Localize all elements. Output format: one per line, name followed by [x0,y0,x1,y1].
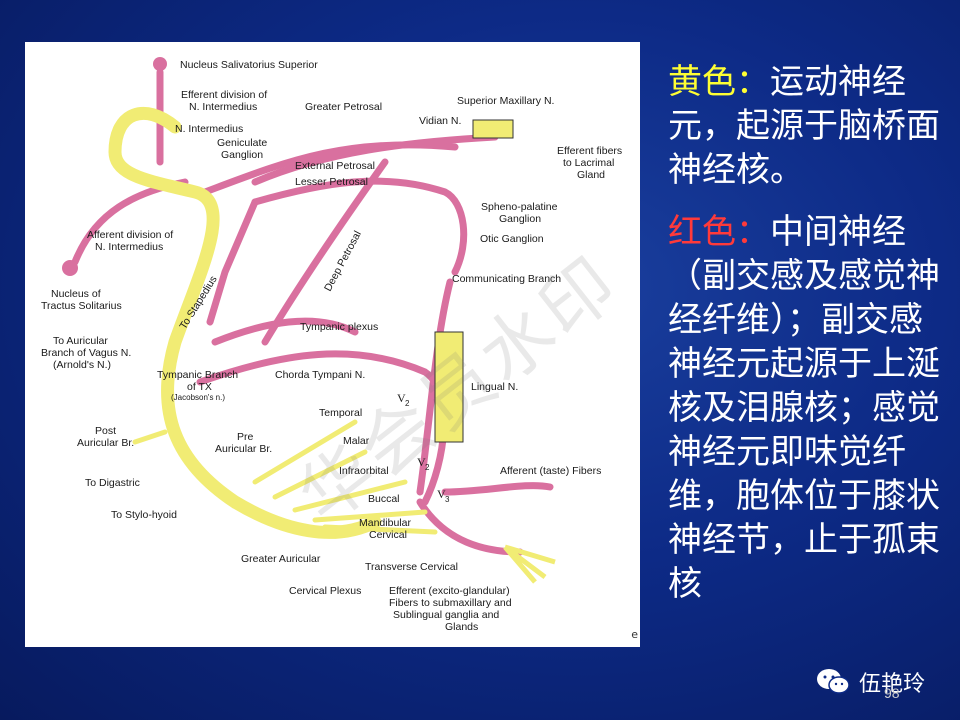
label-v2-mid-sub: 2 [425,463,430,472]
label-afferent-taste: Afferent (taste) Fibers [500,465,601,477]
buccal-branch [312,509,428,523]
label-greater-auricular: Greater Auricular [241,553,321,565]
label-communicating-branch: Communicating Branch [452,273,561,285]
wechat-icon [817,669,850,694]
label-efferent-fibers-2: to Lacrimal [563,157,614,169]
label-tympanic-branch-1: Tympanic Branch [157,369,238,381]
label-chorda-tympani: Chorda Tympani N. [275,369,365,381]
label-tympanic-plexus: Tympanic plexus [300,321,378,333]
label-to-digastric: To Digastric [85,477,140,489]
facial-nerve-diagram-svg: Nucleus Salivatorius Superior Efferent d… [41,57,622,633]
red-keyword: 红色： [668,212,770,252]
tympanic-plexus-path [211,317,359,346]
pathway-ends [62,57,167,276]
lingual-nerve [434,331,464,443]
label-efferent-glandular-4: Glands [445,621,478,633]
edge-glyph: e [631,628,638,641]
label-mandibular-1: Mandibular [359,517,411,529]
label-cervical-plexus: Cervical Plexus [289,585,361,597]
label-superior-maxillary: Superior Maxillary N. [457,95,554,107]
label-nucleus-tractus-2: Tractus Solitarius [41,300,122,312]
label-otic-ganglion: Otic Ganglion [480,233,544,245]
label-geniculate-2: Ganglion [221,149,263,161]
afferent-taste-path [441,482,554,496]
label-to-stylo-hyoid: To Stylo-hyoid [111,509,177,521]
label-nucleus-tractus-1: Nucleus of [51,288,101,300]
label-vidian: Vidian N. [419,115,461,127]
salivatory-nucleus-end [153,57,167,71]
label-lingual: Lingual N. [471,381,518,393]
motor-neuron-paragraph: 黄色：运动神经元，起源于脑桥面神经核。 [668,60,948,192]
superior-maxillary-nerve [472,119,514,139]
label-nucleus-salivatorius: Nucleus Salivatorius Superior [180,59,318,71]
label-v2-top-sub: 2 [405,399,410,408]
wechat-badge: 伍艳玲 [815,662,945,702]
page-number: 98 [884,685,900,701]
temporal-branch [252,419,358,485]
lesser-petrosal-path [251,177,468,276]
motor-pathways [108,106,438,539]
label-to-auricular-3: (Arnold's N.) [53,359,111,371]
gland-branches [503,544,556,584]
label-v3-sub: 3 [445,495,450,504]
intermedius-paragraph: 红色：中间神经（副交感及感觉神经纤维）；副交感神经元起源于上涎核及泪腺核；感觉神… [668,210,948,606]
vidian-path [251,133,499,186]
intermedius-description: 中间神经（副交感及感觉神经纤维）；副交感神经元起源于上涎核及泪腺核；感觉神经元即… [668,212,940,604]
label-geniculate-1: Geniculate [217,137,267,149]
mandibular-branch [322,524,438,535]
label-efferent-division-1: Efferent division of [181,89,267,101]
solitary-nucleus-end [62,260,78,276]
label-post-auricular-2: Auricular Br. [77,437,134,449]
label-lesser-petrosal: Lesser Petrosal [295,176,368,188]
malar-branch [272,449,368,500]
label-afferent-division-2: N. Intermedius [95,241,163,253]
label-post-auricular-1: Post [95,425,116,437]
label-pre-auricular-1: Pre [237,431,254,443]
infraorbital-branch [292,479,408,513]
glandular-path [416,498,524,556]
label-buccal: Buccal [368,493,400,505]
label-tympanic-branch-3: (Jacobson's n.) [171,393,225,402]
label-efferent-glandular-3: Sublingual ganglia and [393,609,499,621]
intermedius-pathways [71,68,554,556]
label-malar: Malar [343,435,370,447]
label-v3: V [437,487,446,501]
label-v2-top: V [397,391,406,405]
post-auricular-branch [132,429,168,445]
annotation-text-panel: 黄色：运动神经元，起源于脑桥面神经核。 红色：中间神经（副交感及感觉神经纤维）；… [668,60,948,624]
label-spheno-2: Ganglion [499,213,541,225]
label-v2-mid: V [417,455,426,469]
label-efferent-glandular-2: Fibers to submaxillary and [389,597,512,609]
label-external-petrosal: External Petrosal [295,160,375,172]
motor-neuron-description: 运动神经元，起源于脑桥面神经核。 [668,62,940,190]
chorda-tympani-path [196,350,448,506]
nerve-diagram: Nucleus Salivatorius Superior Efferent d… [25,42,640,647]
label-tympanic-branch-2: of TX [187,381,212,393]
label-to-auricular-1: To Auricular [53,335,108,347]
structures [434,119,556,584]
label-afferent-division-1: Afferent division of [87,229,173,241]
communicating-branch-path [416,278,454,496]
label-efferent-glandular-1: Efferent (excito-glandular) [389,585,510,597]
stapedius-path [206,198,259,326]
label-n-intermedius: N. Intermedius [175,123,243,135]
label-spheno-1: Spheno-palatine [481,201,558,213]
label-infraorbital: Infraorbital [339,465,389,477]
label-mandibular-2: Cervical [369,529,407,541]
label-to-auricular-2: Branch of Vagus N. [41,347,131,359]
wechat-account-name: 伍艳玲 [859,672,926,697]
diagram-labels: Nucleus Salivatorius Superior Efferent d… [41,59,622,633]
facial-motor-trunk [108,106,382,539]
yellow-keyword: 黄色： [668,62,770,102]
label-temporal: Temporal [319,407,362,419]
label-greater-petrosal: Greater Petrosal [305,101,382,113]
label-efferent-fibers-3: Gland [577,169,605,181]
label-transverse-cervical: Transverse Cervical [365,561,458,573]
label-efferent-division-2: N. Intermedius [189,101,257,113]
label-pre-auricular-2: Auricular Br. [215,443,272,455]
label-efferent-fibers-1: Efferent fibers [557,145,622,157]
